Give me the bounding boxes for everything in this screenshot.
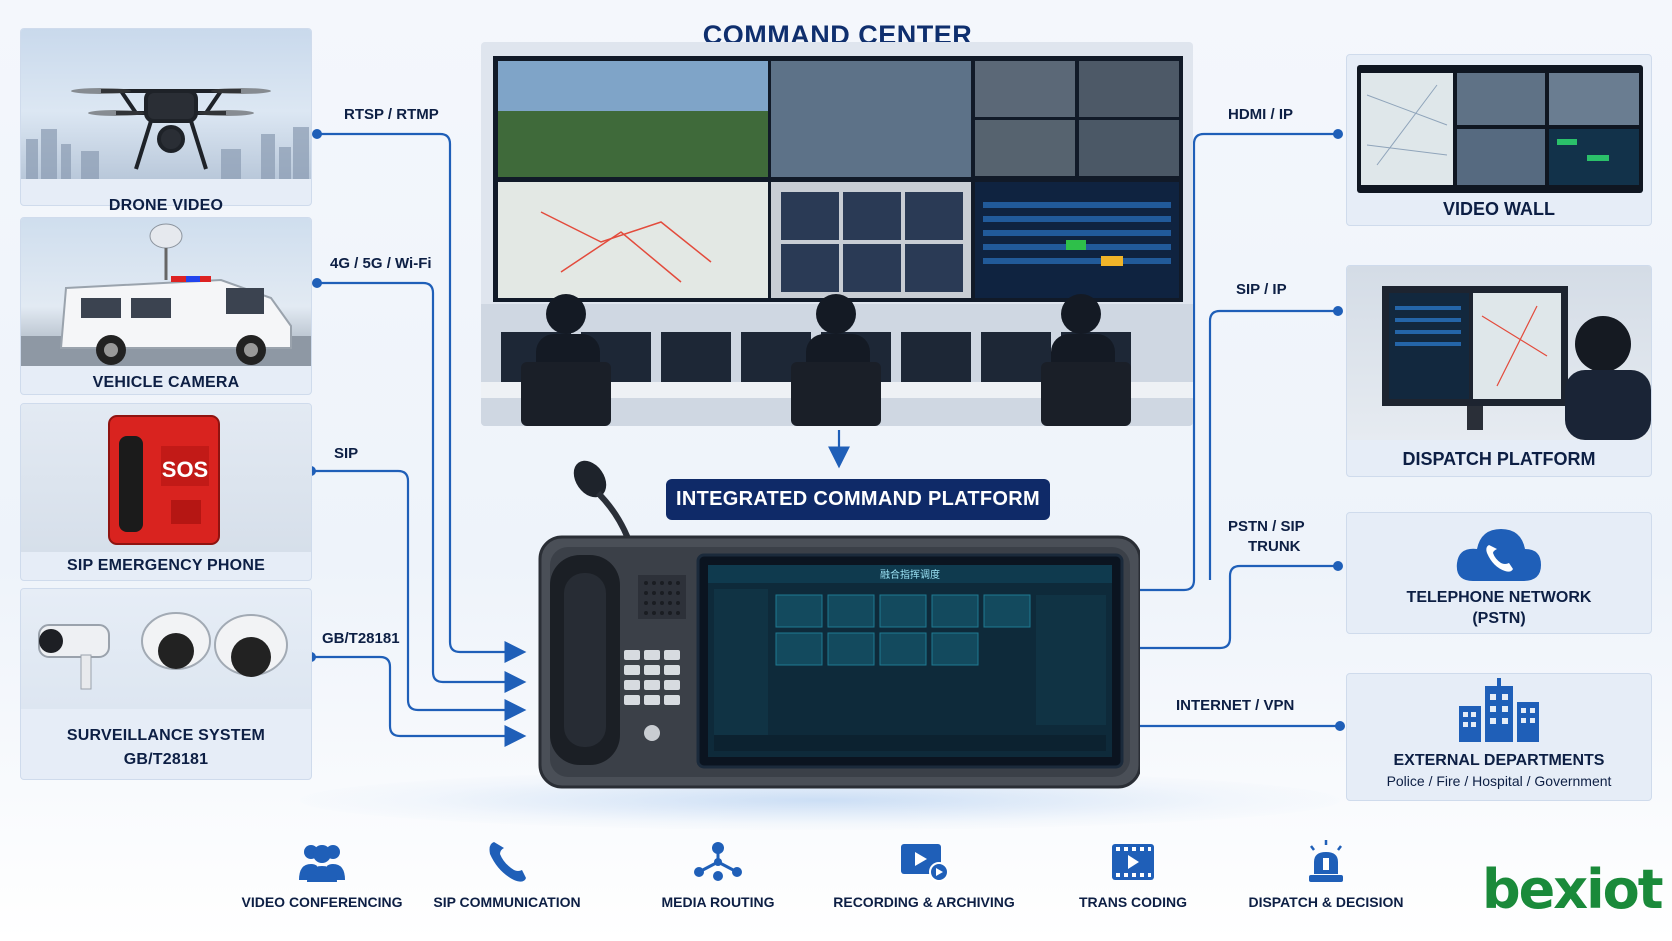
destination-label-video-wall: VIDEO WALL — [1443, 199, 1555, 219]
connector-surveillance — [311, 655, 527, 747]
connector-pstn — [1112, 564, 1338, 659]
connector-drone — [317, 132, 527, 663]
feature-label-dispatch-decision: DISPATCH & DECISION — [1248, 894, 1404, 910]
destination-telephone-network: TELEPHONE NETWORK (PSTN) — [1346, 512, 1652, 634]
label-4g-5g-wifi: 4G / 5G / Wi-Fi — [330, 255, 432, 272]
connector-dispatch — [1208, 309, 1338, 580]
sos-phone-icon: SOS — [108, 415, 220, 545]
destination-dispatch-platform: DISPATCH PLATFORM — [1346, 265, 1652, 477]
connector-sip-phone — [311, 469, 527, 721]
dispatch-operator-scene — [1382, 286, 1651, 440]
feature-label-media-routing: MEDIA ROUTING — [661, 894, 775, 910]
destination-video-wall: VIDEO WALL — [1346, 54, 1652, 226]
buildings-icon — [1459, 678, 1539, 742]
destination-label-telephone: TELEPHONE NETWORK — [1406, 589, 1592, 606]
source-drone-video: DRONE VIDEO — [20, 28, 312, 214]
drone-image — [21, 29, 311, 179]
source-label-surveillance-line2: GB/T28181 — [123, 751, 209, 768]
control-room-scene — [481, 56, 1193, 426]
label-gbt28181: GB/T28181 — [322, 630, 400, 647]
connector-vehicle — [317, 281, 527, 693]
van-icon — [21, 223, 311, 366]
integrated-command-platform-banner: INTEGRATED COMMAND PLATFORM — [666, 479, 1050, 520]
label-rtsp-rtmp: RTSP / RTMP — [344, 106, 439, 123]
console-screen-title: 融合指挥调度 — [880, 568, 940, 581]
feature-label-recording-archiving: RECORDING & ARCHIVING — [833, 894, 1015, 910]
feature-label-sip-communication: SIP COMMUNICATION — [433, 894, 581, 910]
source-surveillance-system: SURVEILLANCE SYSTEM GB/T28181 — [20, 588, 312, 780]
label-trunk: TRUNK — [1248, 538, 1301, 555]
destination-external-subtitle: Police / Fire / Hospital / Government — [1386, 773, 1612, 789]
siren-icon — [1309, 840, 1343, 882]
sos-text: SOS — [162, 457, 208, 482]
recording-icon — [901, 844, 949, 882]
command-center-image — [481, 42, 1193, 426]
label-internet-vpn: INTERNET / VPN — [1176, 697, 1295, 714]
destination-external-departments: EXTERNAL DEPARTMENTS Police / Fire / Hos… — [1346, 673, 1652, 801]
label-sip-ip: SIP / IP — [1236, 281, 1287, 298]
users-icon — [299, 845, 345, 882]
source-sip-emergency-phone: SOS SIP EMERGENCY PHONE — [20, 403, 312, 581]
cloud-phone-icon — [1456, 529, 1541, 581]
label-hdmi-ip: HDMI / IP — [1228, 106, 1294, 123]
destination-label-dispatch: DISPATCH PLATFORM — [1402, 449, 1596, 469]
routing-icon — [694, 842, 742, 881]
label-sip: SIP — [334, 445, 359, 462]
destination-label-pstn: (PSTN) — [1472, 610, 1526, 627]
drone-icon — [26, 88, 309, 179]
film-icon — [1112, 844, 1154, 880]
label-pstn-sip: PSTN / SIP — [1228, 518, 1305, 535]
feature-label-trans-coding: TRANS CODING — [1078, 894, 1188, 910]
sos-phone-image: SOS — [21, 404, 311, 552]
connector-video-wall — [1104, 132, 1338, 601]
source-label-vehicle: VEHICLE CAMERA — [92, 374, 240, 391]
cameras-image — [21, 589, 311, 709]
video-wall-screens — [1361, 73, 1639, 185]
feature-label-video-conferencing: VIDEO CONFERENCING — [241, 894, 403, 910]
phone-icon — [489, 842, 526, 882]
video-wall-image — [1357, 65, 1643, 193]
source-label-drone: DRONE VIDEO — [108, 197, 224, 214]
bexiot-logo: bexiot — [1482, 858, 1664, 921]
cctv-cameras-icon — [38, 612, 288, 690]
source-label-surveillance: SURVEILLANCE SYSTEM — [66, 727, 266, 744]
dispatch-platform-image — [1347, 266, 1651, 440]
destination-label-external: EXTERNAL DEPARTMENTS — [1393, 752, 1605, 769]
source-label-sip-phone: SIP EMERGENCY PHONE — [67, 557, 265, 574]
vehicle-image — [21, 218, 311, 366]
integrated-console: 融合指挥调度 — [538, 460, 1140, 789]
source-vehicle-camera: VEHICLE CAMERA — [20, 217, 312, 395]
